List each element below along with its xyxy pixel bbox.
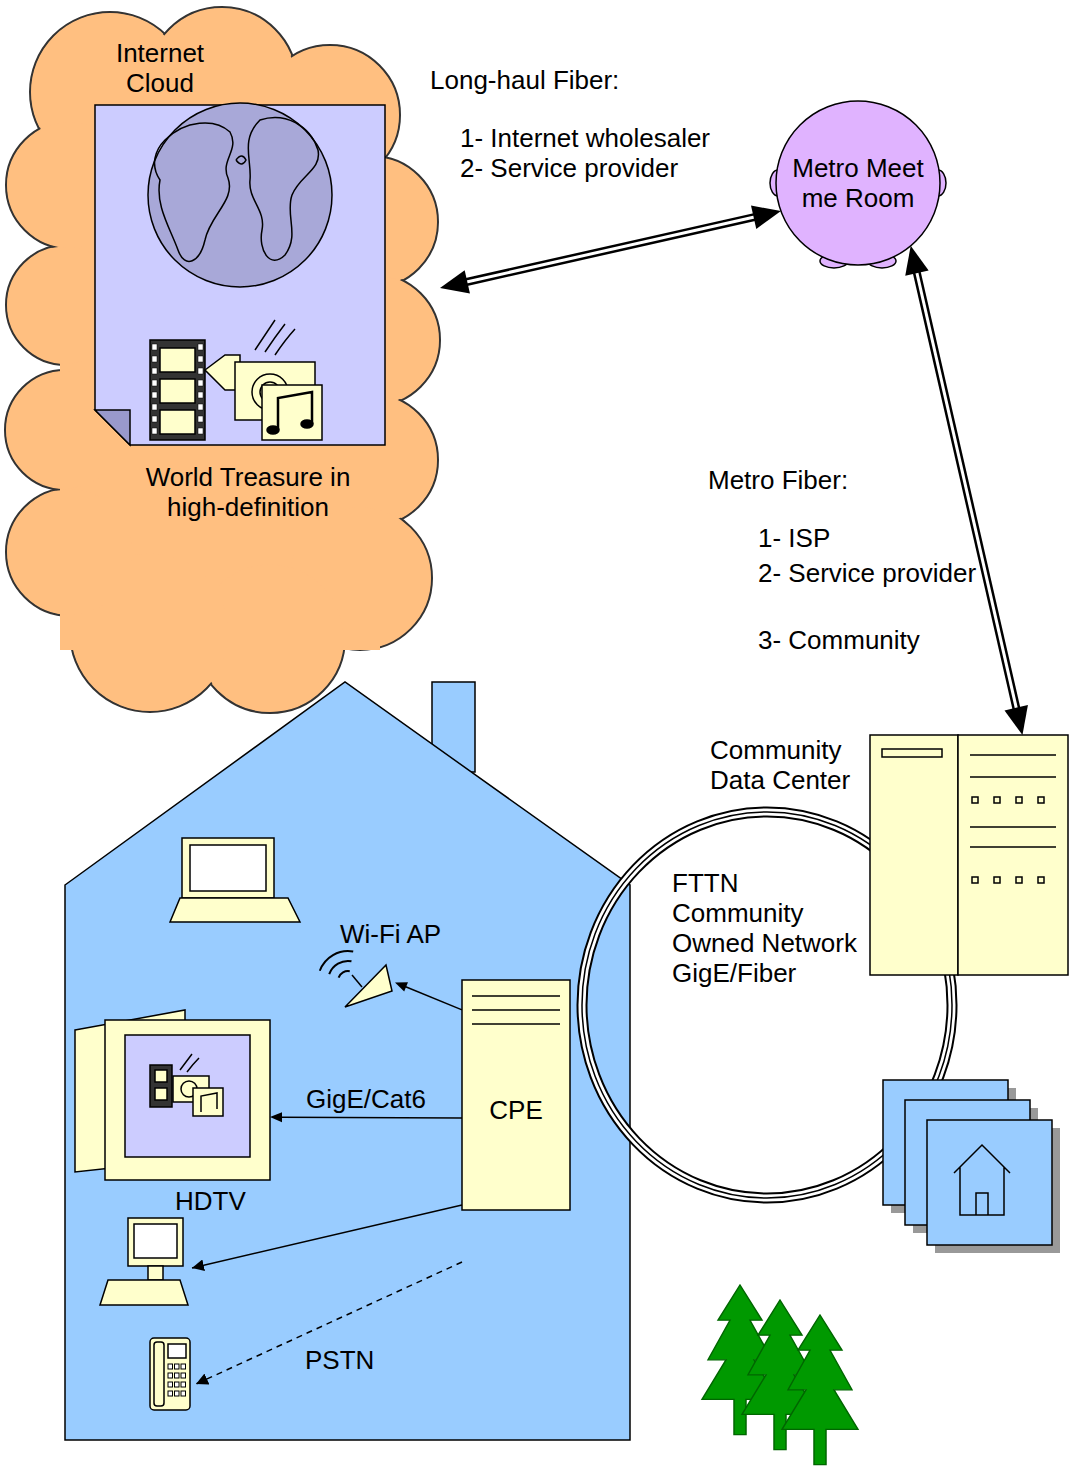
cloud-node: Internet CloudWorld Treasure in high-def… (0, 0, 440, 720)
connector (440, 206, 781, 294)
hdtv-monitor (75, 1010, 270, 1180)
annotation-text: 1- ISP (758, 523, 830, 553)
node-label: FTTN Community Owned Network GigE/Fiber (672, 868, 872, 988)
trees (702, 1285, 858, 1465)
connector (270, 1112, 462, 1122)
annotation-text: 2- Service provider (758, 558, 985, 588)
connector (395, 982, 462, 1010)
desktop-pc-icon (100, 1218, 188, 1305)
keypad-key (168, 1382, 173, 1387)
node-label: Internet Cloud (100, 38, 220, 98)
cloud-outline (0, 0, 440, 720)
datacenter-node: Community Data Center (870, 735, 1068, 975)
node-label: Community Data Center (710, 735, 868, 795)
server-tower (870, 735, 1068, 975)
node-label: Metro Meet me Room (788, 153, 928, 213)
node-label: CPE (462, 1095, 570, 1125)
pstn-line (196, 1262, 462, 1384)
cpe-tower (462, 980, 570, 1210)
annotation-text: 3- Community (758, 625, 920, 655)
wifi-node: Wi-Fi AP (300, 945, 395, 1013)
hdtv-outline (75, 1010, 270, 1180)
wifi-antenna (320, 951, 392, 1007)
keypad-key (175, 1364, 180, 1369)
cloud-shape (5, 7, 440, 713)
connector (905, 246, 1028, 735)
keypad-key (181, 1373, 186, 1378)
keypad-key (181, 1391, 186, 1396)
connector-label: GigE/Cat6 (306, 1084, 426, 1114)
keypad-key (175, 1391, 180, 1396)
media-icons (150, 320, 322, 440)
annotation-text: 2- Service provider (460, 153, 678, 183)
annotation-text: 1- Internet wholesaler (460, 123, 710, 153)
houses-stack (883, 1080, 1060, 1253)
metro-node: Metro Meet me Room (776, 101, 940, 265)
telephone-icon (150, 1338, 190, 1410)
hdtv-node: HDTV (75, 1010, 270, 1180)
globe-icon (148, 103, 332, 287)
keypad-key (181, 1382, 186, 1387)
keypad-key (168, 1391, 173, 1396)
house-outline (65, 682, 630, 1440)
annotation-text: Metro Fiber: (708, 465, 848, 495)
annotation-text: PSTN (305, 1345, 374, 1375)
wifi-outline (300, 945, 395, 1013)
keypad-key (175, 1382, 180, 1387)
laptop-icon (170, 838, 300, 922)
cpe-node: CPE (462, 980, 570, 1210)
keypad-key (168, 1364, 173, 1369)
meet-me-room-circle (770, 101, 946, 268)
node-label: Wi-Fi AP (340, 919, 441, 949)
keypad-key (175, 1373, 180, 1378)
keypad-key (181, 1364, 186, 1369)
node-label: HDTV (175, 1186, 246, 1216)
node-label: World Treasure in high-definition (123, 462, 373, 522)
annotation-text: Long-haul Fiber: (430, 65, 619, 95)
datacenter-outline (870, 735, 1068, 975)
keypad-key (168, 1373, 173, 1378)
